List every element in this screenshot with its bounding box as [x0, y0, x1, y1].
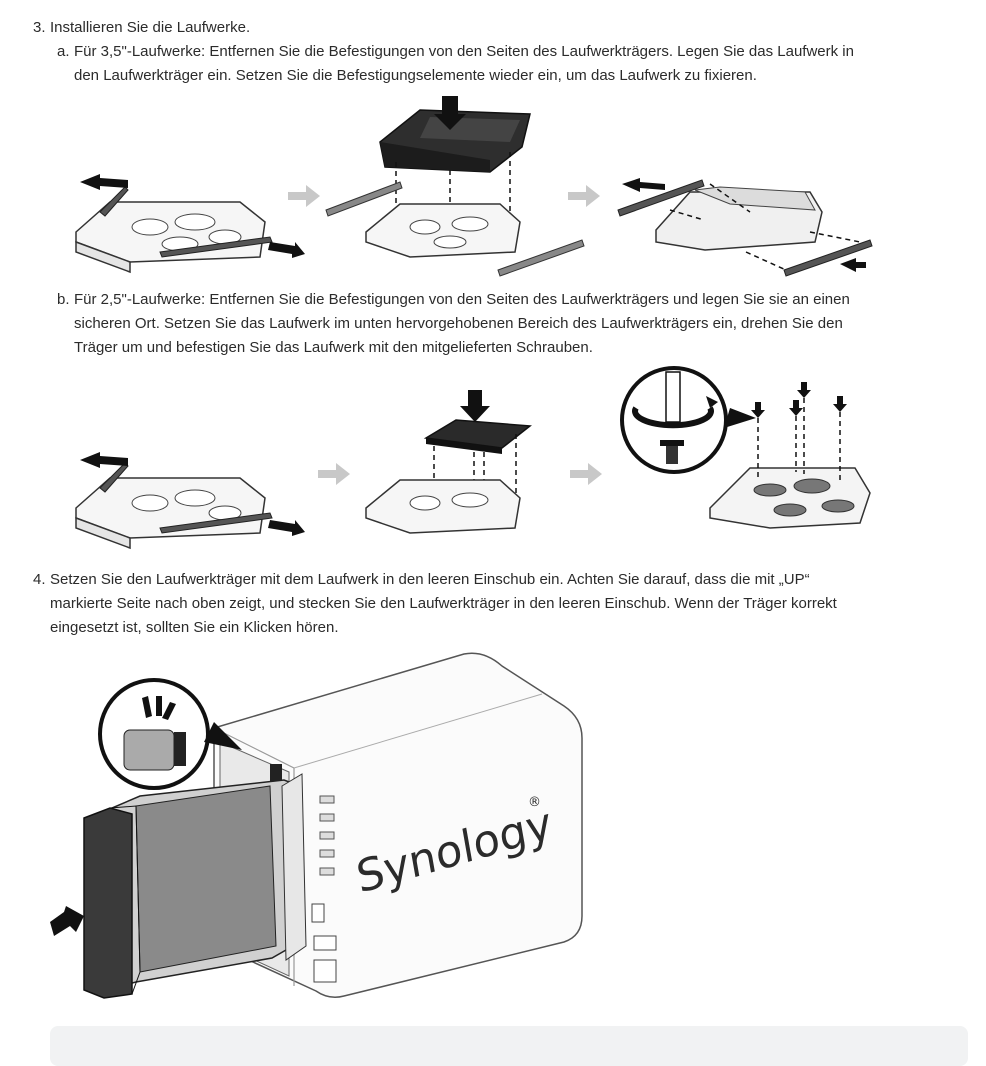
step-3b-line2: sicheren Ort. Setzen Sie das Laufwerk im…: [74, 312, 843, 336]
remove-arrow-icon: [268, 520, 305, 536]
next-step-arrow-icon: [568, 185, 600, 207]
insert-arrow-icon: [840, 258, 866, 272]
insert-arrow-icon: [50, 906, 84, 936]
drive-tray-illustration: [76, 187, 272, 272]
figure-3b-25-drive-install: [70, 368, 890, 548]
step-3a-number: a.: [57, 40, 70, 64]
drive-tray-illustration: [366, 480, 520, 533]
insert-arrow-icon: [622, 178, 665, 192]
remove-arrow-icon: [80, 452, 128, 468]
down-arrow-icon: [460, 390, 490, 422]
screw-down-arrow-icon: [751, 382, 847, 418]
step-3a-line1: Für 3,5"-Laufwerke: Entfernen Sie die Be…: [74, 40, 854, 64]
drive-tray-illustration: [656, 187, 822, 250]
drive-tray-illustration: [710, 468, 870, 528]
next-step-arrow-icon: [318, 463, 350, 485]
step-3b-line1: Für 2,5"-Laufwerke: Entfernen Sie die Be…: [74, 288, 850, 312]
step-3-text: Installieren Sie die Laufwerke.: [50, 16, 250, 40]
step-3-number: 3.: [33, 16, 46, 40]
registered-mark: ®: [528, 795, 541, 810]
figure-3a-35-drive-install: [70, 92, 890, 282]
figure-4-nas-insert-tray: Synology ®: [44, 646, 604, 1006]
step-4-number: 4.: [33, 568, 46, 592]
drive-tray-illustration: [366, 204, 520, 257]
drive-tray-illustration: [76, 463, 272, 548]
step-4-line2: markierte Seite nach oben zeigt, und ste…: [50, 592, 837, 616]
next-step-arrow-icon: [570, 463, 602, 485]
step-4-line3: eingesetzt ist, sollten Sie ein Klicken …: [50, 616, 339, 640]
step-3a-line2: den Laufwerkträger ein. Setzen Sie die B…: [74, 64, 757, 88]
screwdriver-detail-icon: [622, 368, 756, 472]
step-3b-line3: Träger um und befestigen Sie das Laufwer…: [74, 336, 593, 360]
remove-arrow-icon: [268, 242, 305, 258]
note-box: [50, 1026, 968, 1066]
step-4-line1: Setzen Sie den Laufwerkträger mit dem La…: [50, 568, 810, 592]
remove-arrow-icon: [80, 174, 128, 190]
step-3b-number: b.: [57, 288, 70, 312]
ssd-illustration: [426, 420, 530, 454]
next-step-arrow-icon: [288, 185, 320, 207]
